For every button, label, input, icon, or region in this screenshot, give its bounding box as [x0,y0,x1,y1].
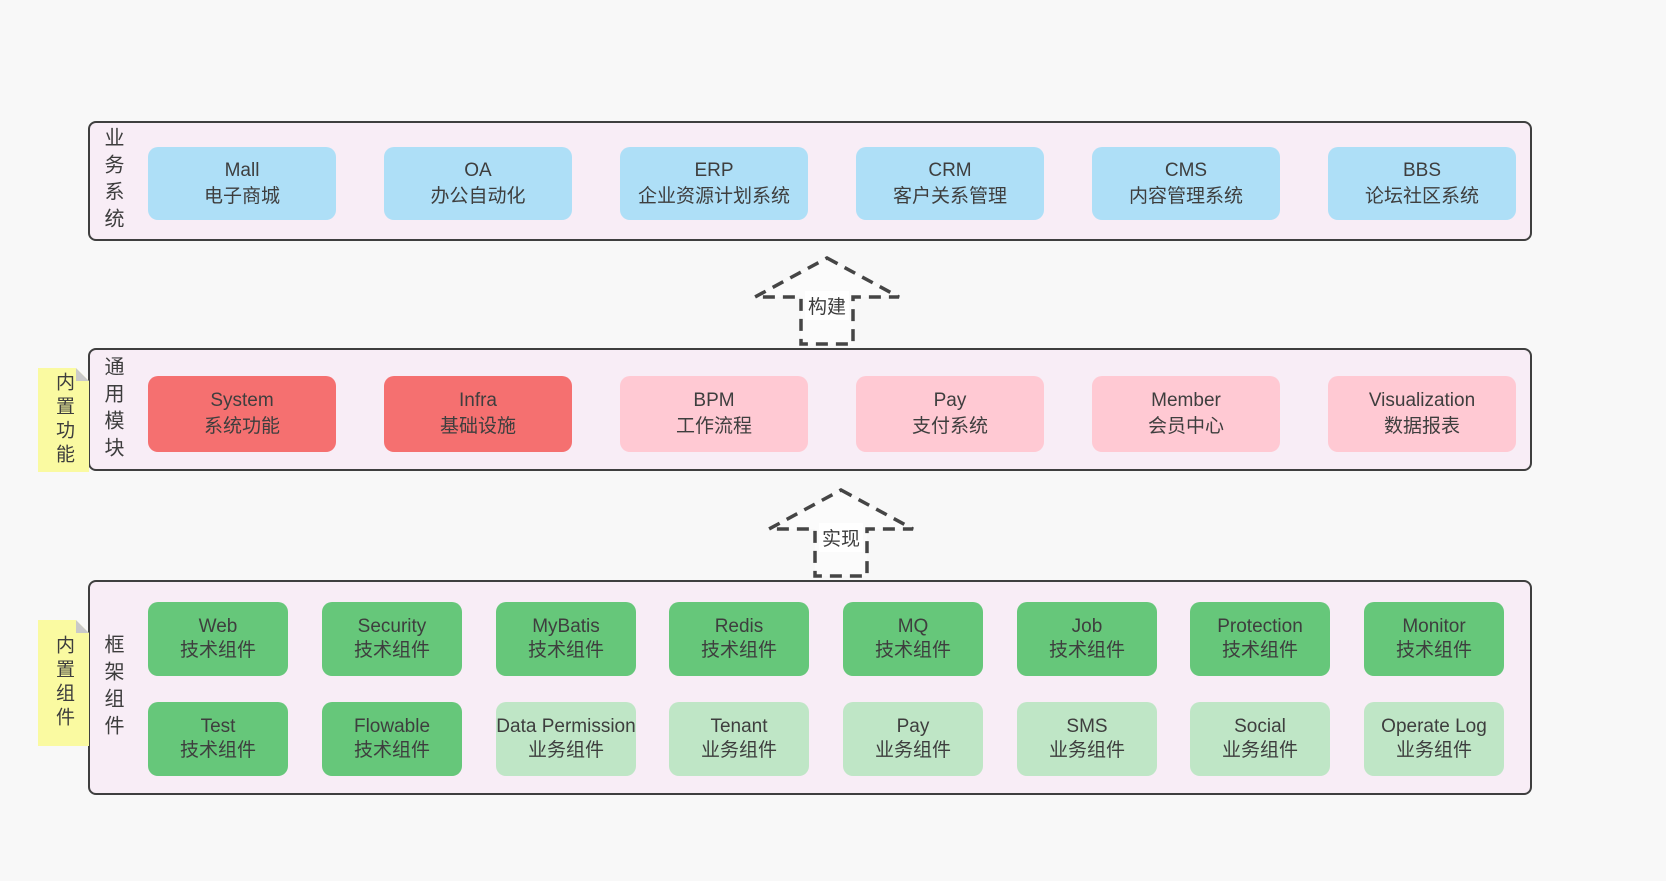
box-crm: CRM 客户关系管理 [856,147,1044,220]
box-erp: ERP 企业资源计划系统 [620,147,808,220]
box-tenant: Tenant 业务组件 [669,702,809,776]
arrow-implement: 实现 [766,487,916,579]
box-subtitle: 论坛社区系统 [1364,185,1479,207]
box-cms: CMS 内容管理系统 [1092,147,1280,220]
box-data-permission: Data Permission 业务组件 [496,702,636,776]
box-subtitle: 技术组件 [353,740,430,761]
box-title: Pay [933,390,967,411]
box-title: Data Permission [496,716,636,737]
box-pay: Pay 支付系统 [856,376,1044,452]
arrow-build-label: 构建 [804,291,850,320]
box-infra: Infra 基础设施 [384,376,572,452]
box-title: Member [1151,390,1221,411]
box-title: Tenant [710,716,768,737]
box-subtitle: 业务组件 [874,740,951,761]
sticky-label: 内置组件 [53,635,74,731]
box-title: Test [200,716,236,737]
arrow-implement-label: 实现 [818,523,864,552]
box-title: BBS [1402,159,1442,181]
box-subtitle: 办公自动化 [430,185,526,207]
box-subtitle: 技术组件 [1395,640,1472,661]
box-test: Test 技术组件 [148,702,288,776]
arrow-build: 构建 [752,255,902,347]
box-title: Infra [458,390,498,411]
box-title: SMS [1066,716,1108,737]
box-bbs: BBS 论坛社区系统 [1328,147,1516,220]
box-title: ERP [694,159,734,181]
box-subtitle: 技术组件 [1221,640,1298,661]
box-title: Protection [1217,616,1303,637]
box-title: Redis [714,616,764,637]
box-title: Pay [896,716,930,737]
box-title: CMS [1164,159,1208,181]
box-subtitle: 技术组件 [700,640,777,661]
box-title: Social [1234,716,1286,737]
box-title: Visualization [1368,390,1476,411]
box-web: Web 技术组件 [148,602,288,676]
box-subtitle: 企业资源计划系统 [637,185,790,207]
box-subtitle: 电子商城 [203,185,280,207]
sticky-built-in-components: 内置组件 [38,620,89,746]
box-system: System 系统功能 [148,376,336,452]
sticky-label: 内置功能 [53,372,74,468]
box-subtitle: 工作流程 [675,416,752,437]
box-mq: MQ 技术组件 [843,602,983,676]
box-title: Web [198,616,238,637]
layer-business-systems: 业务系统 Mall 电子商城 OA 办公自动化 ERP 企业资源计划系统 CRM… [88,121,1532,241]
box-monitor: Monitor 技术组件 [1364,602,1504,676]
box-subtitle: 业务组件 [1221,740,1298,761]
box-protection: Protection 技术组件 [1190,602,1330,676]
layer-common-modules: 通用模块 System 系统功能 Infra 基础设施 BPM 工作流程 Pay… [88,348,1532,471]
box-title: Mall [224,159,260,181]
box-subtitle: 基础设施 [439,416,516,437]
box-title: CRM [928,159,972,181]
box-title: System [210,390,274,411]
layer-label-framework-components: 框架组件 [101,633,123,742]
box-subtitle: 业务组件 [1048,740,1125,761]
box-operate-log: Operate Log 业务组件 [1364,702,1504,776]
box-subtitle: 技术组件 [353,640,430,661]
box-title: OA [464,159,492,181]
box-subtitle: 数据报表 [1383,416,1460,437]
box-subtitle: 业务组件 [700,740,777,761]
box-title: BPM [693,390,735,411]
layer-label-common-modules: 通用模块 [101,355,123,464]
box-subtitle: 技术组件 [874,640,951,661]
box-security: Security 技术组件 [322,602,462,676]
box-subtitle: 客户关系管理 [892,185,1007,207]
box-subtitle: 支付系统 [911,416,988,437]
sticky-built-in-features: 内置功能 [38,368,89,472]
box-mybatis: MyBatis 技术组件 [496,602,636,676]
box-subtitle: 业务组件 [1395,740,1472,761]
box-sms: SMS 业务组件 [1017,702,1157,776]
box-title: Monitor [1402,616,1466,637]
box-title: Flowable [353,716,431,737]
box-social: Social 业务组件 [1190,702,1330,776]
box-title: MyBatis [532,616,600,637]
layer-framework-components: 框架组件 Web 技术组件 Security 技术组件 MyBatis 技术组件… [88,580,1532,795]
box-job: Job 技术组件 [1017,602,1157,676]
box-visualization: Visualization 数据报表 [1328,376,1516,452]
box-member: Member 会员中心 [1092,376,1280,452]
box-title: Operate Log [1381,716,1487,737]
box-subtitle: 技术组件 [179,740,256,761]
box-subtitle: 技术组件 [179,640,256,661]
box-title: Security [357,616,427,637]
box-subtitle: 技术组件 [1048,640,1125,661]
box-subtitle: 业务组件 [527,740,604,761]
box-flowable: Flowable 技术组件 [322,702,462,776]
box-subtitle: 内容管理系统 [1128,185,1243,207]
box-title: MQ [897,616,929,637]
box-bpm: BPM 工作流程 [620,376,808,452]
box-subtitle: 系统功能 [203,416,280,437]
box-redis: Redis 技术组件 [669,602,809,676]
box-subtitle: 会员中心 [1147,416,1224,437]
box-oa: OA 办公自动化 [384,147,572,220]
layer-label-business-systems: 业务系统 [101,127,123,235]
box-subtitle: 技术组件 [527,640,604,661]
box-title: Job [1071,616,1103,637]
box-mall: Mall 电子商城 [148,147,336,220]
box-pay-component: Pay 业务组件 [843,702,983,776]
